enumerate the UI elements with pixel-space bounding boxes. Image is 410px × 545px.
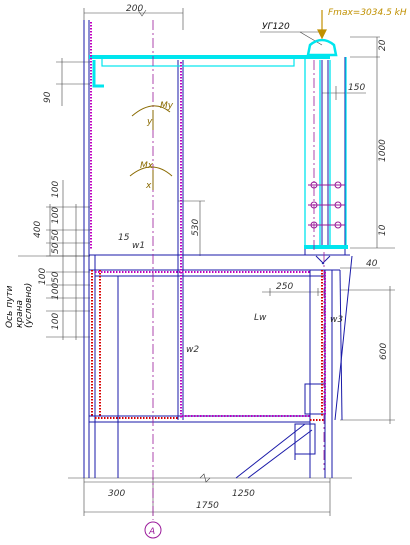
dim-bottom-1750: 1750 xyxy=(196,501,219,511)
dim-top-width: 200 xyxy=(126,4,143,14)
rotation-my-label: My xyxy=(160,101,174,111)
dim-plate-low: 10 xyxy=(378,224,388,236)
side-note-1: Ось пути xyxy=(5,285,15,328)
center-axes xyxy=(152,20,325,520)
dim-100e: 100 xyxy=(51,313,61,330)
weld-w3-label: w3 xyxy=(330,315,343,325)
rotation-mx-label: Mx xyxy=(140,161,154,171)
weld-w1-label: w1 xyxy=(132,241,145,251)
dim-50a: 50 xyxy=(51,229,61,241)
crane-beam xyxy=(89,38,348,249)
profile-label: УГ120 xyxy=(262,22,290,32)
dim-250: 250 xyxy=(276,282,293,292)
dim-400: 400 xyxy=(33,221,43,238)
rotation-symbols xyxy=(129,105,173,190)
load-label: Fmax=3034.5 kH xyxy=(328,8,407,18)
dim-column-height: 1000 xyxy=(378,139,388,162)
dim-100b: 100 xyxy=(51,207,61,224)
side-note-3: (условно) xyxy=(24,283,34,328)
dim-right-top: 20 xyxy=(378,39,388,51)
dim-530: 530 xyxy=(191,219,201,236)
dim-left-90: 90 xyxy=(43,91,53,103)
dim-bottom-1250: 1250 xyxy=(232,489,255,499)
dim-100d: 100 xyxy=(51,283,61,300)
dim-beam-offset: 150 xyxy=(348,83,365,93)
dim-40: 40 xyxy=(366,259,378,269)
dim-600: 600 xyxy=(379,343,389,360)
axis-y-label: y xyxy=(146,117,153,127)
load-arrow xyxy=(317,10,327,40)
weld-lines xyxy=(91,270,325,421)
annotation-texts: УГ120 Fmax=3034.5 kH A w1 w2 w3 Lw My Mx… xyxy=(5,8,407,537)
axis-marker-circle xyxy=(144,521,162,539)
side-note-2: крана xyxy=(15,300,25,328)
dim-50c: 50 xyxy=(51,271,61,283)
bolt-group xyxy=(308,181,345,229)
weld-lines-magenta xyxy=(90,22,326,418)
dim-15: 15 xyxy=(118,233,130,243)
weld-w2-label: w2 xyxy=(186,345,199,355)
dimension-lines xyxy=(18,8,395,516)
axis-x-label: x xyxy=(145,181,152,191)
dim-50b: 50 xyxy=(51,242,61,254)
section-lw-label: Lw xyxy=(254,313,267,323)
dim-100c: 100 xyxy=(38,268,48,285)
dim-100a: 100 xyxy=(51,181,61,198)
dimension-texts: 200 20 150 1000 10 90 400 100 100 50 50 … xyxy=(33,4,389,511)
structure-outline xyxy=(83,20,353,479)
axis-marker-label: A xyxy=(148,527,155,537)
dim-bottom-300: 300 xyxy=(108,489,125,499)
